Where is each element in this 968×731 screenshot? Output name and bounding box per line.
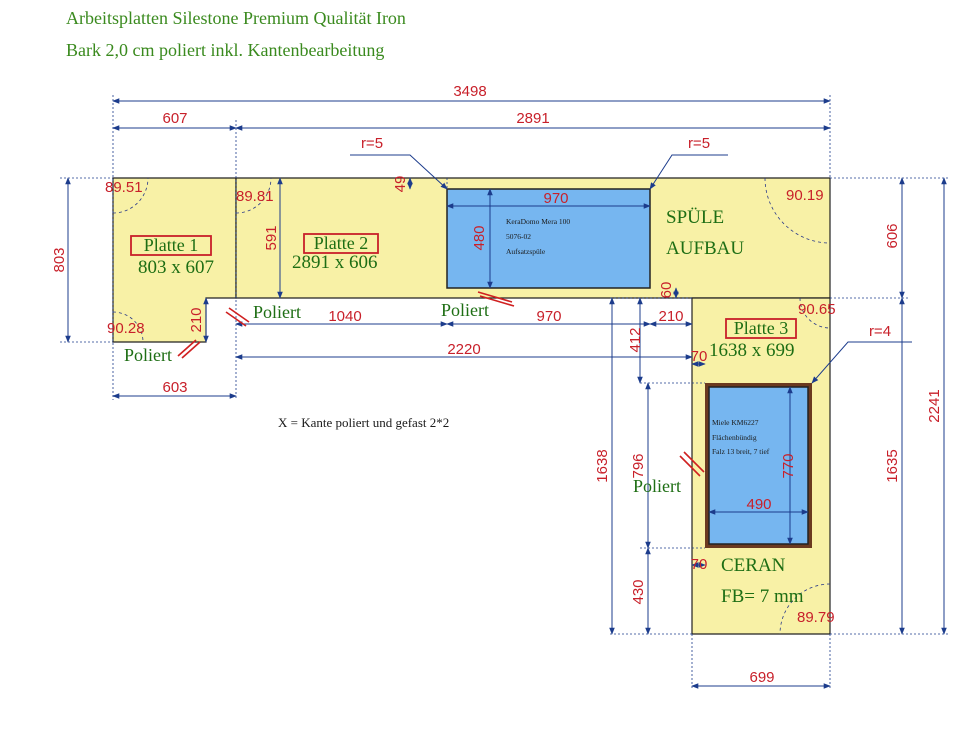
label-poliert-3: Poliert xyxy=(124,345,172,365)
dim-60: 60 xyxy=(658,282,675,299)
polished-edge-marks xyxy=(177,291,705,477)
sink-model: KeraDomo Mera 100 xyxy=(506,217,570,226)
header-line-1: Arbeitsplatten Silestone Premium Qualitä… xyxy=(66,8,406,28)
hob-rebate-note: Falz 13 breit, 7 tief xyxy=(712,447,770,456)
angle-arcs xyxy=(112,177,831,635)
dim-803: 803 xyxy=(51,247,68,272)
dim-591: 591 xyxy=(263,225,280,250)
dim-607: 607 xyxy=(162,110,187,127)
dim-1638: 1638 xyxy=(594,449,611,482)
dim-total-width: 3498 xyxy=(453,83,486,100)
platte-3-frame xyxy=(725,318,797,339)
dim-2891: 2891 xyxy=(516,110,549,127)
dimension-lines xyxy=(65,98,947,689)
platte-1-size: 803 x 607 xyxy=(138,257,214,278)
label-poliert-1: Poliert xyxy=(253,302,301,322)
angle-4: 90.28 xyxy=(107,320,145,337)
sink-type: Aufsatzspüle xyxy=(506,247,546,256)
dim-480: 480 xyxy=(471,225,488,250)
dim-490: 490 xyxy=(746,496,771,513)
platte-2-size: 2891 x 606 xyxy=(292,252,378,273)
radius-hob: r=4 xyxy=(869,323,891,340)
platte-3-size: 1638 x 699 xyxy=(709,340,795,361)
angle-1: 89.51 xyxy=(105,179,143,196)
angle-3: 90.19 xyxy=(786,187,824,204)
label-poliert-2: Poliert xyxy=(441,300,489,320)
angle-5: 90.65 xyxy=(798,301,836,318)
label-poliert-4: Poliert xyxy=(633,476,681,496)
dim-699: 699 xyxy=(749,669,774,686)
legend-note: X = Kante poliert und gefast 2*2 xyxy=(278,415,449,430)
sink-article: 5076-02 xyxy=(506,232,531,241)
dim-1635: 1635 xyxy=(884,449,901,482)
dim-2241: 2241 xyxy=(926,389,943,422)
label-spuele: SPÜLE xyxy=(666,207,724,228)
hob-mount: Flächenbündig xyxy=(712,433,757,442)
dim-412: 412 xyxy=(627,327,644,352)
dim-770: 770 xyxy=(780,453,797,478)
hob-model: Miele KM6227 xyxy=(712,418,759,427)
dim-1040: 1040 xyxy=(328,308,361,325)
dim-430: 430 xyxy=(630,579,647,604)
header-line-2: Bark 2,0 cm poliert inkl. Kantenbearbeit… xyxy=(66,40,384,60)
radius-right: r=5 xyxy=(688,135,710,152)
platte-2-frame xyxy=(303,233,379,254)
label-ceran: CERAN xyxy=(721,555,786,576)
platte-1-name: Platte 1 xyxy=(144,235,199,255)
dim-796: 796 xyxy=(630,453,647,478)
dim-970-bottom: 970 xyxy=(536,308,561,325)
dim-603: 603 xyxy=(162,379,187,396)
platte-3-name: Platte 3 xyxy=(734,318,789,338)
dim-70-top: 70 xyxy=(691,348,708,365)
dim-2220: 2220 xyxy=(447,341,480,358)
dim-210-left: 210 xyxy=(188,307,205,332)
dim-606: 606 xyxy=(884,223,901,248)
dim-70-bottom: 70 xyxy=(691,556,708,573)
dim-210-mid: 210 xyxy=(658,308,683,325)
label-fb: FB= 7 mm xyxy=(721,586,804,607)
angle-2: 89.81 xyxy=(236,188,274,205)
platte-1-frame xyxy=(130,235,212,256)
angle-6: 89.79 xyxy=(797,609,835,626)
dim-49: 49 xyxy=(392,176,409,193)
label-aufbau: AUFBAU xyxy=(666,238,744,259)
dim-970-top: 970 xyxy=(543,190,568,207)
radius-left: r=5 xyxy=(361,135,383,152)
platte-2-name: Platte 2 xyxy=(314,233,369,253)
